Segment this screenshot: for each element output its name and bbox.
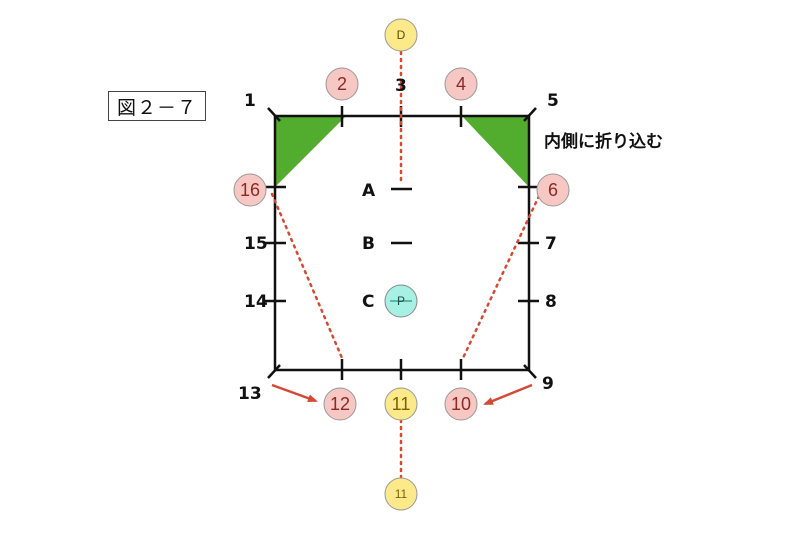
circle-2: [325, 67, 359, 101]
circle-4-label: 4: [456, 74, 466, 94]
circle-11-bottom: [384, 477, 418, 511]
label-3: 3: [395, 76, 407, 96]
dotted-line-16-to-12: [270, 192, 344, 360]
circle-2-label: 2: [337, 74, 347, 94]
corner-tick-9: [523, 364, 537, 379]
arrow-9-to-10: [483, 383, 533, 406]
label-8: 8: [545, 292, 557, 312]
circle-6-label: 6: [548, 180, 558, 200]
circle-11-label: 11: [392, 394, 411, 414]
label-13: 13: [238, 384, 262, 404]
circle-10: [444, 387, 478, 421]
label-14: 14: [244, 292, 268, 312]
circle-d-label: D: [397, 28, 406, 42]
circle-11-bottom-label: 11: [395, 487, 408, 501]
circle-10-label: 10: [451, 394, 471, 414]
circle-16-label: 16: [240, 180, 260, 200]
label-c: C: [362, 292, 374, 312]
label-1: 1: [244, 91, 256, 111]
figure-label: 図２－７: [108, 91, 206, 121]
circle-d: [384, 18, 418, 52]
arrow-13-to-12: [271, 383, 318, 403]
circle-p-label: P: [397, 294, 405, 308]
circle-4: [444, 67, 478, 101]
corner-tick-5: [523, 107, 537, 122]
circle-12-label: 12: [330, 394, 350, 414]
dotted-line-6-to-10: [461, 194, 541, 360]
label-9: 9: [542, 374, 554, 394]
circle-16: [233, 173, 267, 207]
green-fold-left: [275, 116, 346, 187]
circle-11: [384, 387, 418, 421]
circle-12: [323, 387, 357, 421]
label-5: 5: [547, 91, 559, 111]
corner-tick-1: [267, 107, 281, 122]
label-a: A: [362, 181, 376, 201]
circle-6: [536, 173, 570, 207]
label-7: 7: [545, 234, 557, 254]
green-fold-right: [462, 116, 529, 187]
label-b: B: [362, 234, 375, 254]
corner-tick-13: [267, 364, 281, 379]
fold-inside-caption: 内側に折り込む: [544, 132, 663, 152]
label-15: 15: [244, 234, 268, 254]
